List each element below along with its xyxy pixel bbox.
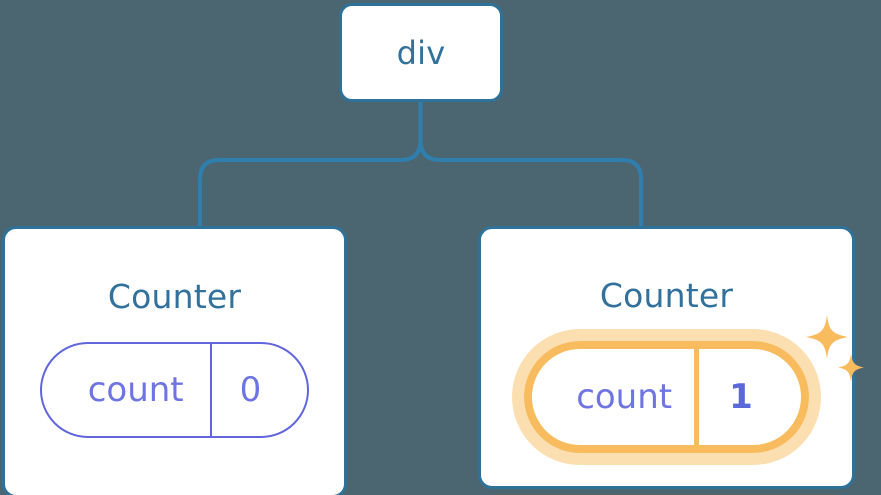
component-card-counter-left[interactable]: Counter count 0	[2, 226, 347, 495]
sparkles-group	[805, 315, 864, 382]
state-pill-left[interactable]: count 0	[39, 342, 310, 438]
state-pill-body: count 1	[524, 341, 809, 453]
sparkle-large-icon	[805, 315, 848, 359]
node-div-label: div	[396, 33, 446, 72]
state-pill-right[interactable]: count 1	[512, 315, 864, 465]
state-value-label: 1	[729, 377, 753, 417]
node-div[interactable]: div	[339, 3, 503, 102]
connector-branch-right	[418, 99, 643, 228]
state-key-label: count	[576, 377, 673, 417]
state-pill-divider	[694, 349, 700, 445]
component-title: Counter	[107, 277, 242, 316]
component-card-counter-right[interactable]: Counter count 1	[478, 226, 864, 489]
state-key-label: count	[87, 370, 184, 410]
state-value-label: 0	[239, 370, 262, 410]
state-pill-divider	[209, 344, 212, 436]
sparkle-small-icon	[837, 353, 864, 382]
component-title: Counter	[599, 276, 734, 315]
state-pill-body: count 0	[39, 342, 310, 438]
connector-branch-left	[198, 99, 423, 228]
